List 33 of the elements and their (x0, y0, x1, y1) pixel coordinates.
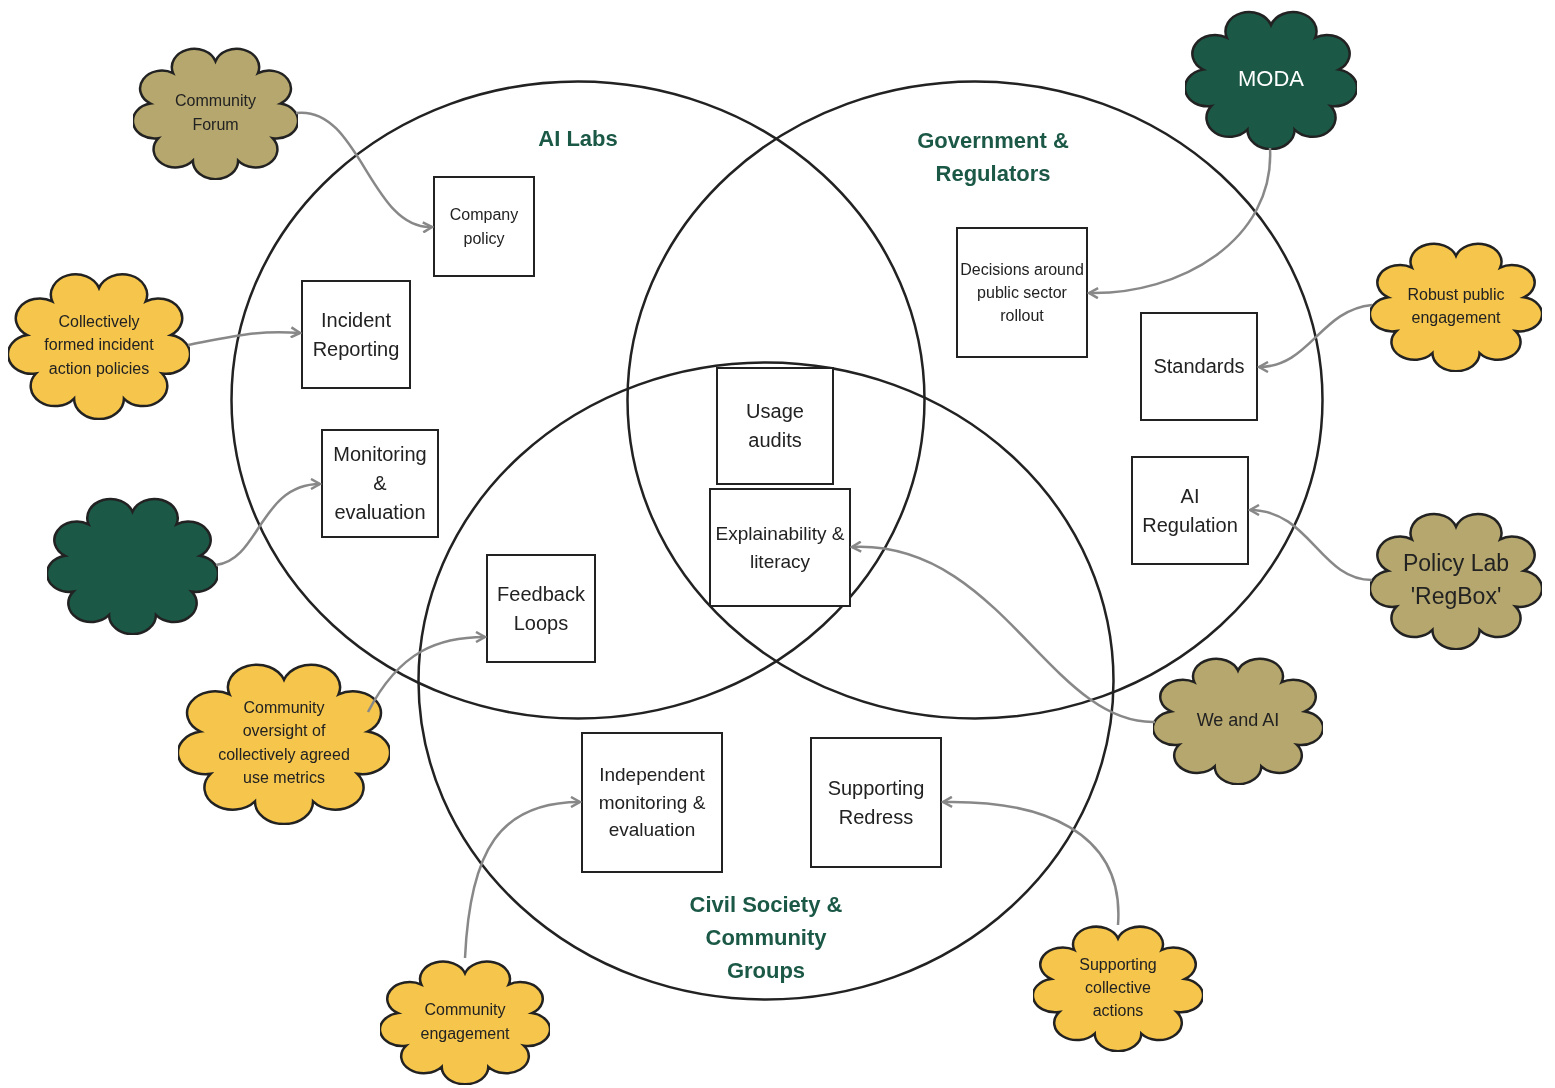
cloud-text: Collectively formed incident action policies (43, 312, 155, 379)
cloud-text: Community Forum (174, 91, 257, 135)
text-box: Independent monitoring & evaluation (581, 732, 723, 873)
arrow (295, 111, 434, 233)
text-box: Usage audits (716, 367, 834, 485)
arrow (187, 326, 302, 347)
arrow (850, 541, 1156, 724)
arrow (1257, 303, 1373, 373)
text-box: Feedback Loops (486, 554, 596, 663)
cloud-text: Supporting collective actions (1078, 954, 1158, 1022)
arrow (941, 795, 1120, 925)
cloud-text: MODA (1238, 65, 1304, 94)
text-box: Company policy (433, 176, 535, 277)
text-box: Standards (1140, 312, 1258, 421)
cloud-text: Community oversight of collectively agreed use metrics (217, 698, 351, 788)
text-box: Incident Reporting (301, 280, 411, 389)
arrow (1087, 147, 1272, 299)
arrow (463, 796, 582, 959)
circle-title: Government & Regulators (916, 127, 1070, 188)
cloud-text: We and AI (1196, 708, 1280, 732)
circle-title: AI Labs (537, 125, 619, 153)
arrow (215, 478, 322, 567)
text-box: Explainability & literacy (709, 488, 851, 607)
text-box: Monitoring & evaluation (321, 429, 439, 538)
cloud-text: Policy Lab 'RegBox' (1401, 548, 1511, 611)
text-box: Decisions around public sector rollout (956, 227, 1088, 358)
arrow (1248, 504, 1373, 582)
text-box: AI Regulation (1131, 456, 1249, 565)
text-box: Supporting Redress (810, 737, 942, 868)
circle-title: Civil Society & Community Groups (688, 891, 844, 985)
arrow (366, 631, 487, 713)
cloud-text: Community engagement (419, 1000, 511, 1044)
cloud-text: Robust public engagement (1406, 284, 1506, 328)
